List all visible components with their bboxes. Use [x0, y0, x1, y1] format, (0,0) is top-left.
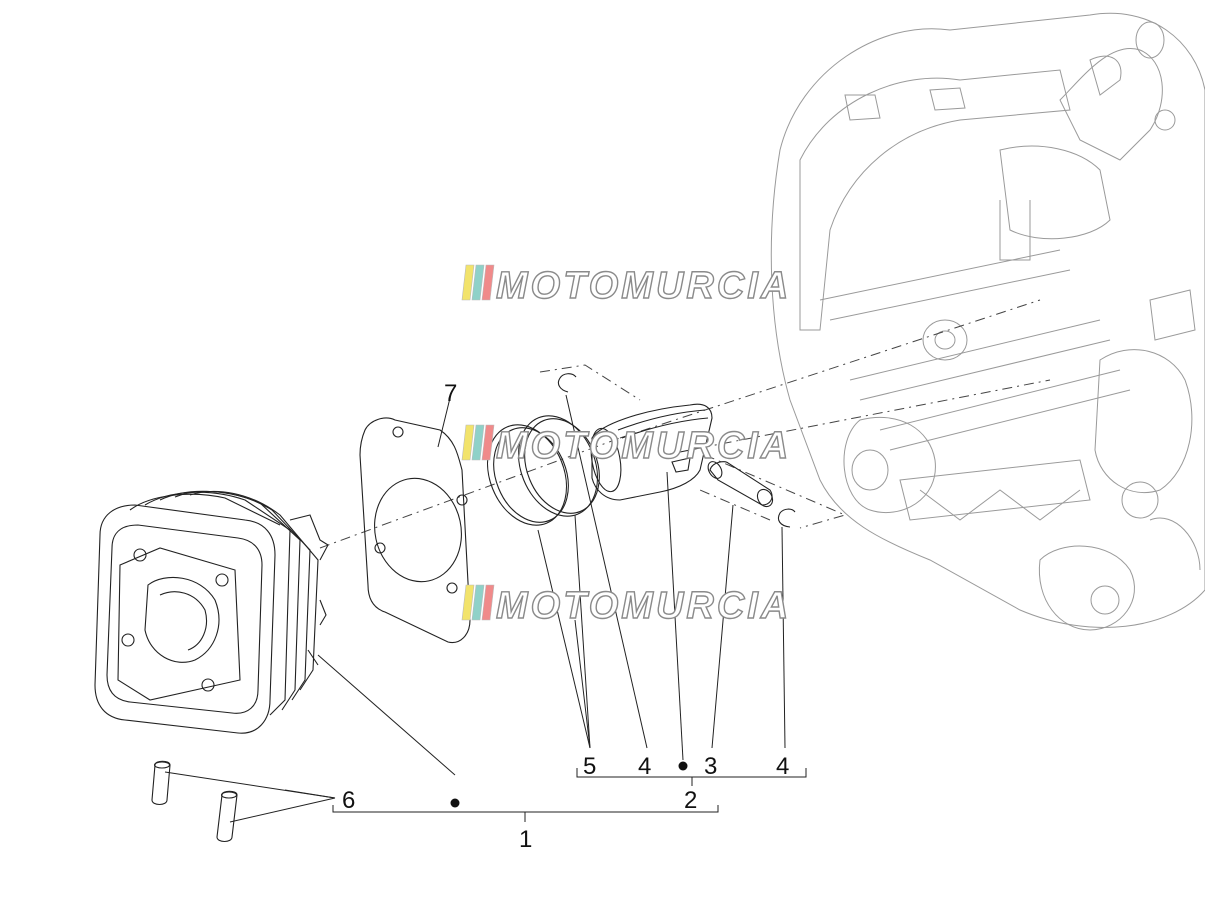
callout-4-pin: 4 — [776, 753, 789, 780]
base-gasket — [359, 417, 471, 644]
leader-lines — [164, 394, 786, 823]
watermark-text: MOTOMURCIA — [496, 265, 791, 307]
callout-5: 5 — [583, 753, 596, 780]
callout-3: 3 — [704, 753, 717, 780]
circlip-right — [777, 508, 796, 528]
watermark-text: MOTOMURCIA — [496, 425, 791, 467]
watermark-text: MOTOMURCIA — [496, 585, 791, 627]
watermark-bottom: MOTOMURCIA — [461, 584, 791, 628]
dowel-pins — [151, 760, 238, 843]
watermark-middle: MOTOMURCIA — [461, 424, 791, 468]
watermark-top: MOTOMURCIA — [461, 264, 791, 308]
callout-6: 6 — [342, 787, 355, 814]
cylinder — [94, 490, 329, 734]
callout-1: 1 — [519, 826, 532, 853]
callout-4-piston: 4 — [638, 753, 651, 780]
group-bracket-1 — [332, 798, 719, 822]
assembly-axis-lines — [319, 299, 1051, 549]
callout-2: 2 — [684, 787, 697, 814]
group-bracket-2 — [576, 761, 807, 786]
callout-7: 7 — [444, 380, 457, 407]
circlip-left — [557, 373, 577, 393]
piston — [590, 403, 713, 501]
engine-crankcase — [770, 12, 1205, 631]
piston-pin — [707, 461, 774, 508]
